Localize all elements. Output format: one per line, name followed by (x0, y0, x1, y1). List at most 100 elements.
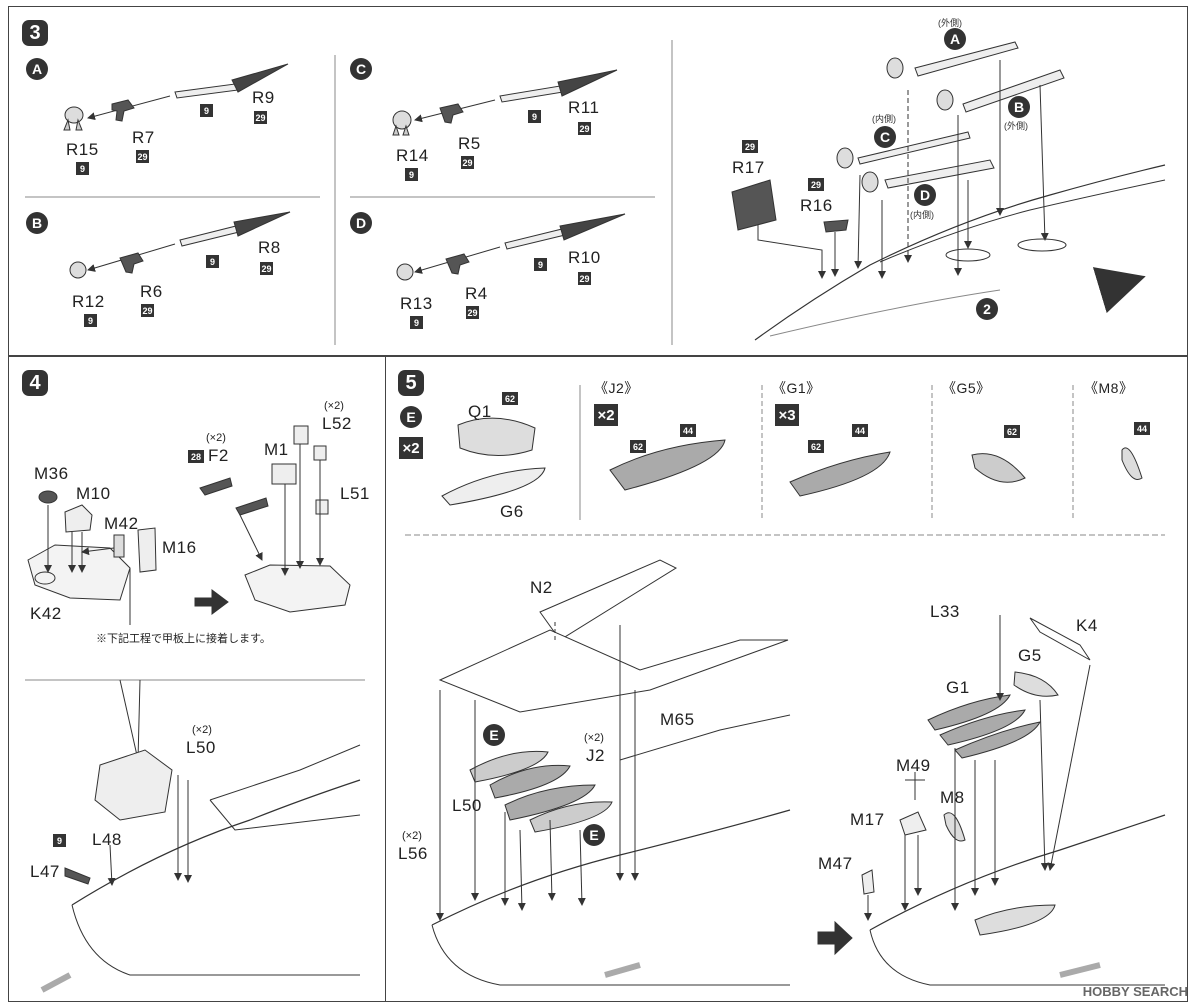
inner-side-label: (内側) (872, 114, 896, 124)
quantity-label: (×2) (402, 830, 422, 842)
part-r5: R5 (458, 134, 481, 153)
subassembly-e-marker: E (400, 406, 422, 428)
sprue-tag: 9 (53, 834, 66, 847)
step3-panel (8, 6, 1188, 356)
sprue-tag: 29 (254, 111, 267, 124)
sprue-tag: 29 (466, 306, 479, 319)
part-n2: N2 (530, 578, 553, 597)
sprue-tag: 29 (260, 262, 273, 275)
part-m65: M65 (660, 710, 695, 729)
quantity-badge: ×2 (399, 437, 423, 459)
group-g1: 《G1》 (772, 380, 821, 396)
part-r12: R12 (72, 292, 105, 311)
part-m1: M1 (264, 440, 289, 459)
shaft-d-marker: D (914, 184, 936, 206)
part-r13: R13 (400, 294, 433, 313)
sprue-tag: 62 (502, 392, 518, 405)
shaft-c-marker: C (874, 126, 896, 148)
sprue-tag: 28 (188, 450, 204, 463)
part-m49: M49 (896, 756, 931, 775)
subassembly-e-marker: E (483, 724, 505, 746)
sprue-tag: 44 (1134, 422, 1150, 435)
part-l47: L47 (30, 862, 60, 881)
part-r14: R14 (396, 146, 429, 165)
part-g5: G5 (1018, 646, 1042, 665)
group-j2: 《J2》 (594, 380, 639, 396)
part-l48: L48 (92, 830, 122, 849)
part-g1: G1 (946, 678, 970, 697)
sprue-tag: 29 (578, 272, 591, 285)
part-l56: L56 (398, 844, 428, 863)
part-r7: R7 (132, 128, 155, 147)
part-r16: R16 (800, 196, 833, 215)
part-r15: R15 (66, 140, 99, 159)
part-l52: L52 (322, 414, 352, 433)
sprue-tag: 29 (578, 122, 591, 135)
quantity-badge: ×3 (775, 404, 799, 426)
subassembly-e-marker: E (583, 824, 605, 846)
part-m8: M8 (940, 788, 965, 807)
part-j2: J2 (586, 746, 605, 765)
part-r11: R11 (568, 98, 600, 117)
outer-side-label: (外側) (938, 18, 962, 28)
part-q1: Q1 (468, 402, 492, 421)
sprue-tag: 9 (528, 110, 541, 123)
sprue-tag: 29 (141, 304, 154, 317)
step-reference-marker: 2 (976, 298, 998, 320)
part-m36: M36 (34, 464, 69, 483)
part-l51: L51 (340, 484, 370, 503)
sprue-tag: 9 (534, 258, 547, 271)
group-m8: 《M8》 (1084, 380, 1134, 396)
part-r8: R8 (258, 238, 281, 257)
part-l33: L33 (930, 602, 960, 621)
inner-side-label: (内側) (910, 210, 934, 220)
part-m16: M16 (162, 538, 197, 557)
quantity-badge: ×2 (594, 404, 618, 426)
part-m47: M47 (818, 854, 853, 873)
sprue-tag: 29 (742, 140, 758, 153)
sprue-tag: 29 (461, 156, 474, 169)
outer-side-label: (外側) (1004, 121, 1028, 131)
sprue-tag: 62 (808, 440, 824, 453)
sprue-tag: 29 (808, 178, 824, 191)
sprue-tag: 62 (630, 440, 646, 453)
shaft-b-marker: B (1008, 96, 1030, 118)
sprue-tag: 9 (410, 316, 423, 329)
watermark: HOBBY SEARCH (1082, 984, 1188, 999)
shaft-a (63, 63, 289, 131)
part-r9: R9 (252, 88, 275, 107)
part-r10: R10 (568, 248, 601, 267)
sprue-tag: 9 (84, 314, 97, 327)
subassembly-a-marker: A (26, 58, 48, 80)
group-g5: 《G5》 (942, 380, 991, 396)
subassembly-c-marker: C (350, 58, 372, 80)
subassembly-d-marker: D (350, 212, 372, 234)
sprue-tag: 44 (680, 424, 696, 437)
part-l50: L50 (186, 738, 216, 757)
part-f2: F2 (208, 446, 229, 465)
sprue-tag: 9 (76, 162, 89, 175)
part-l50: L50 (452, 796, 482, 815)
step4-number: 4 (22, 370, 48, 396)
step3-number: 3 (22, 20, 48, 46)
step5-panel (385, 356, 1188, 1002)
quantity-label: (×2) (192, 724, 212, 736)
sprue-tag: 29 (136, 150, 149, 163)
shaft-a-marker: A (944, 28, 966, 50)
sprue-tag: 9 (206, 255, 219, 268)
part-m42: M42 (104, 514, 139, 533)
part-g6: G6 (500, 502, 524, 521)
part-r17: R17 (732, 158, 765, 177)
assembly-note: ※下記工程で甲板上に接着します。 (96, 633, 271, 645)
sprue-tag: 44 (852, 424, 868, 437)
part-k4: K4 (1076, 616, 1098, 635)
part-k42: K42 (30, 604, 62, 623)
sprue-tag: 62 (1004, 425, 1020, 438)
part-r4: R4 (465, 284, 488, 303)
step5-number: 5 (398, 370, 424, 396)
sprue-tag: 9 (200, 104, 213, 117)
quantity-label: (×2) (206, 432, 226, 444)
quantity-label: (×2) (584, 732, 604, 744)
sprue-tag: 9 (405, 168, 418, 181)
part-r6: R6 (140, 282, 163, 301)
